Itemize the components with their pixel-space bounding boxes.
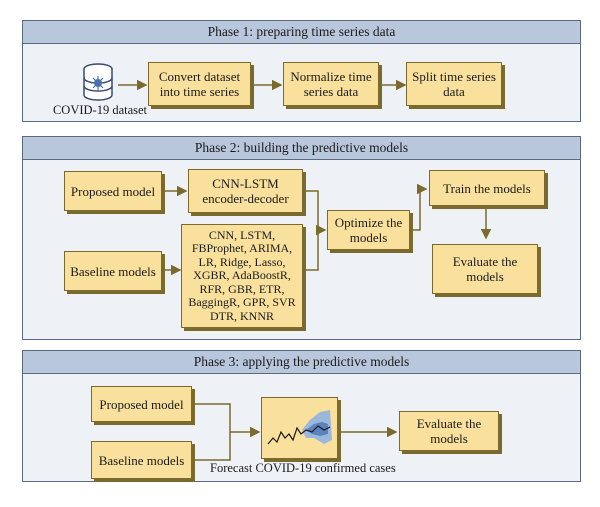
evaluate-box-phase2: Evaluate the models <box>432 244 538 294</box>
phase1-title: Phase 1: preparing time series data <box>23 21 580 44</box>
encoder-decoder-box: CNN-LSTM encoder-decoder <box>188 169 303 213</box>
dataset-label: COVID-19 dataset <box>52 103 148 117</box>
forecast-plot-icon <box>267 410 332 445</box>
phase3-title: Phase 3: applying the predictive models <box>23 351 580 374</box>
split-box: Split time series data <box>406 62 502 106</box>
evaluate-box-phase3: Evaluate the models <box>399 411 499 451</box>
database-icon <box>80 62 116 102</box>
optimize-box: Optimize the models <box>327 210 410 250</box>
proposed-model-box: Proposed model <box>64 171 162 211</box>
baseline-list-box: CNN, LSTM, FBProphet, ARIMA, LR, Ridge, … <box>181 224 303 328</box>
normalize-box: Normalize time series data <box>283 62 379 106</box>
phase2-title: Phase 2: building the predictive models <box>23 137 580 160</box>
proposed-model-box-phase3: Proposed model <box>91 386 192 422</box>
train-box: Train the models <box>429 170 545 206</box>
forecast-label: Forecast COVID-19 confirmed cases <box>210 461 396 475</box>
baseline-models-box: Baseline models <box>64 251 162 291</box>
convert-box: Convert dataset into time series <box>148 62 251 106</box>
forecast-plot <box>261 397 338 459</box>
baseline-models-box-phase3: Baseline models <box>91 441 192 479</box>
